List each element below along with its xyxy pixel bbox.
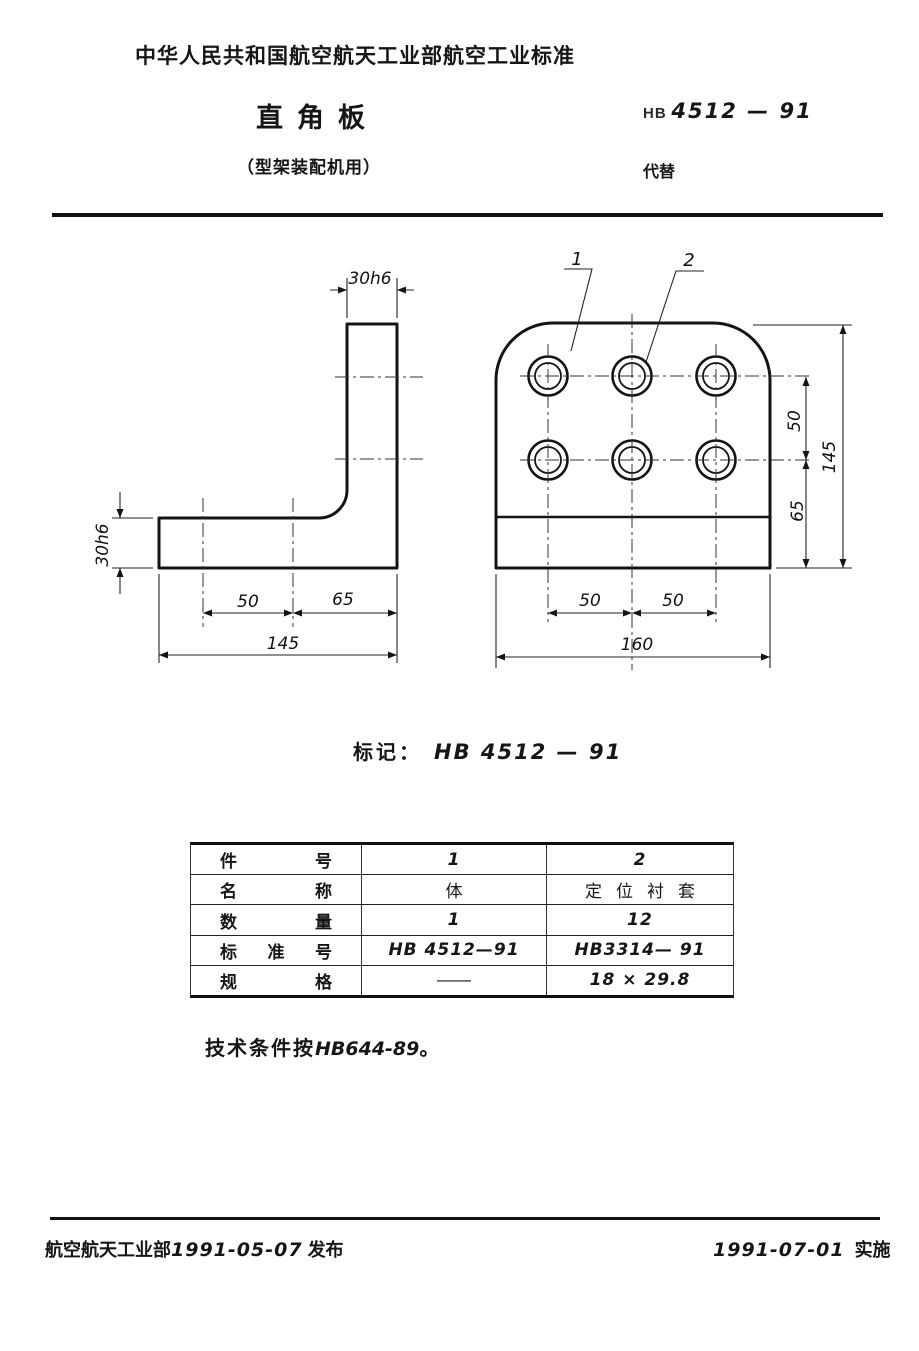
front-view-dimension-lines xyxy=(495,324,852,668)
row-part-no-col2: 2 xyxy=(633,849,647,870)
table-row-spec: 规格 —— 18 × 29.8 xyxy=(191,965,733,996)
marking-value: HB 4512 — 91 xyxy=(434,740,623,764)
side-view-outline xyxy=(157,322,399,570)
row-qty-col2: 12 xyxy=(627,910,653,930)
footer-impl-label: 实施 xyxy=(854,1240,891,1260)
table-row-name: 名称 体 定位衬套 xyxy=(191,875,733,906)
table-row-part-no: 件号 1 2 xyxy=(191,845,733,876)
dim-label-65: 65 xyxy=(332,590,354,610)
part-callouts: 1 2 xyxy=(564,249,704,363)
standard-number-value: 4512 — 91 xyxy=(671,99,813,123)
tech-note: 技术条件按HB644-89。 xyxy=(205,1032,441,1061)
footer-issue: 航空航天工业部1991-05-07 发布 xyxy=(45,1236,344,1262)
dim-label-h160: 160 xyxy=(621,635,653,655)
row-std-col2: HB3314— 91 xyxy=(574,940,706,961)
front-view-arrowheads xyxy=(496,325,847,661)
footer-issue-label: 发布 xyxy=(307,1240,344,1260)
side-view-dimension-lines xyxy=(112,278,414,663)
row-label: 标准号 xyxy=(220,942,332,962)
technical-drawing: 30h6 30h6 50 65 145 xyxy=(93,249,852,670)
footer-issuer: 航空航天工业部 xyxy=(45,1240,171,1260)
front-view-outline xyxy=(494,321,772,570)
dim-label-50: 50 xyxy=(237,592,259,612)
replaces-label: 代替 xyxy=(643,164,676,181)
table-row-quantity: 数量 1 12 xyxy=(191,905,733,936)
front-view-centerlines xyxy=(520,314,812,670)
part-callout-2: 2 xyxy=(683,250,694,271)
row-label: 名称 xyxy=(220,882,332,902)
dim-label-h50-right: 50 xyxy=(662,591,684,611)
marking-label: 标记： xyxy=(353,742,422,764)
dim-label-v145: 145 xyxy=(820,441,840,473)
tech-note-prefix: 技术条件按 xyxy=(205,1038,315,1060)
standard-number: HB 4512 — 91 xyxy=(643,99,813,123)
footer-issue-date: 1991-05-07 xyxy=(171,1239,303,1261)
top-rule xyxy=(52,213,883,217)
row-name-col2: 定位衬套 xyxy=(585,882,695,902)
front-view: 1 2 xyxy=(494,249,852,670)
dim-label-h50-left: 50 xyxy=(579,591,601,611)
page-title: 直角板 xyxy=(256,103,379,133)
parts-table: 件号 1 2 名称 体 定位衬套 数量 1 12 标准号 HB 4512—91 … xyxy=(190,842,734,998)
dim-label-v50: 50 xyxy=(785,410,805,432)
tech-note-value: HB644-89 xyxy=(315,1038,420,1060)
row-label: 件号 xyxy=(220,852,332,872)
row-spec-col1: —— xyxy=(362,965,547,996)
side-view: 30h6 30h6 50 65 145 xyxy=(93,269,423,663)
footer-impl-date: 1991-07-01 xyxy=(713,1239,845,1261)
standard-prefix: HB xyxy=(643,105,667,122)
row-name-col1: 体 xyxy=(362,875,547,905)
dim-label-v65: 65 xyxy=(788,500,808,522)
header-text: 中华人民共和国航空航天工业部航空工业标准 xyxy=(135,45,575,68)
bottom-rule xyxy=(50,1217,880,1220)
row-part-no-col1: 1 xyxy=(362,845,547,875)
page-subtitle: （型架装配机用） xyxy=(237,158,381,177)
marking-line: 标记： HB 4512 — 91 xyxy=(353,736,622,765)
side-view-arrowheads xyxy=(116,286,406,659)
tech-note-suffix: 。 xyxy=(419,1038,442,1060)
dim-label-145: 145 xyxy=(267,634,299,654)
row-label: 数量 xyxy=(220,912,332,932)
footer-implementation: 1991-07-01 实施 xyxy=(713,1236,891,1262)
dim-label-leg-height: 30h6 xyxy=(93,523,113,566)
part-callout-1: 1 xyxy=(571,249,582,270)
side-view-centerlines xyxy=(202,376,423,627)
row-label: 规格 xyxy=(220,972,332,992)
dim-label-leg-width: 30h6 xyxy=(348,269,391,289)
table-row-standard-no: 标准号 HB 4512—91 HB3314— 91 xyxy=(191,935,733,966)
row-std-col1: HB 4512—91 xyxy=(362,935,547,965)
row-qty-col1: 1 xyxy=(362,905,547,935)
row-spec-col2: 18 × 29.8 xyxy=(589,970,691,991)
